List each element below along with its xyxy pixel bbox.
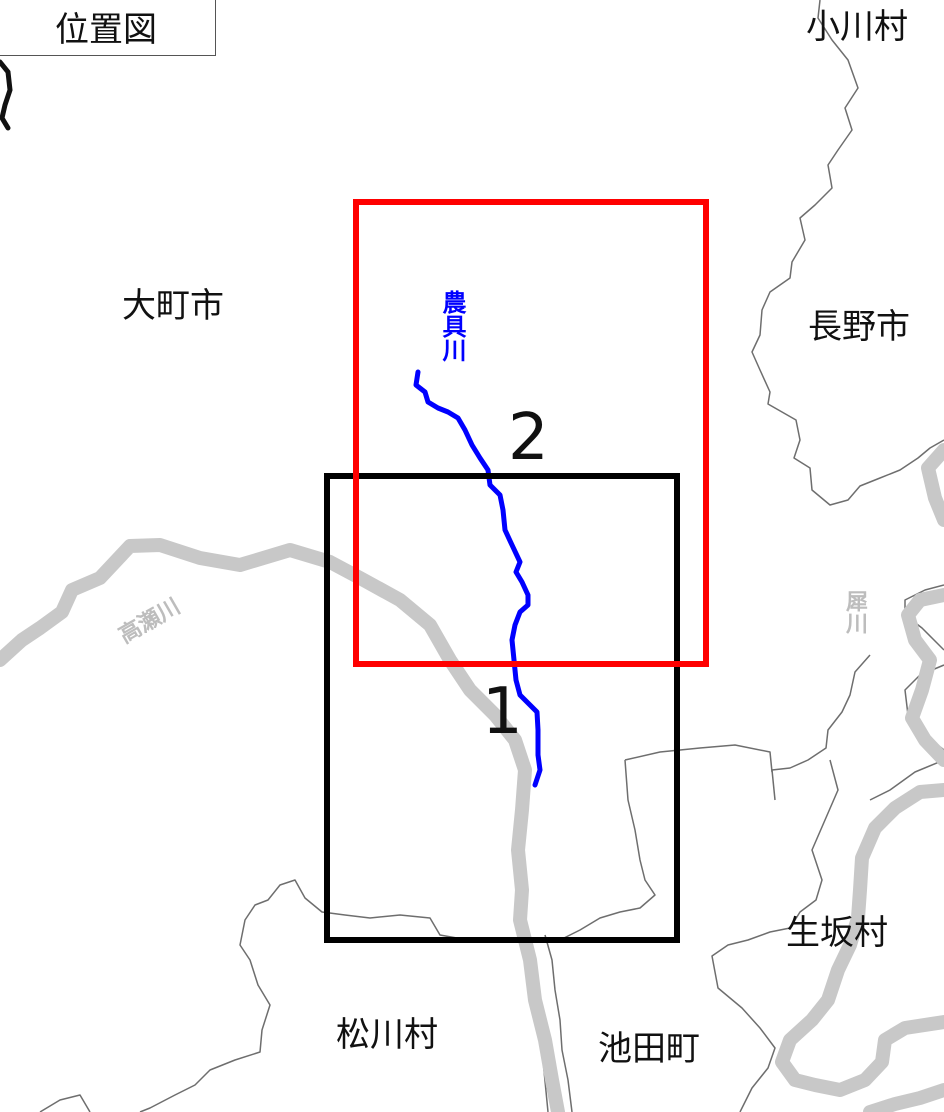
major-rivers	[0, 443, 944, 1112]
sai-river-line	[775, 443, 944, 1112]
black-river-fragment	[0, 59, 13, 131]
label-nagano: 長野市	[808, 307, 910, 347]
map-title: 位置図	[0, 0, 216, 56]
area-2-number: 2	[508, 401, 549, 475]
area-1-number: 1	[482, 675, 523, 749]
boundary-ogawa-nagano	[751, 0, 944, 506]
nogu-river-line	[413, 369, 543, 788]
label-sai-river: 犀川	[842, 590, 868, 634]
label-nogu-river: 農具川	[438, 290, 467, 362]
takase-river-line	[0, 538, 565, 1112]
area-1-frame	[324, 473, 680, 943]
label-ikeda: 池田町	[598, 1029, 700, 1069]
label-ogawa: 小川村	[806, 7, 908, 47]
area-2-frame	[353, 199, 709, 667]
label-omachi: 大町市	[122, 286, 224, 326]
boundary-southwest	[39, 1094, 91, 1112]
label-ikusaka: 生坂村	[786, 913, 888, 953]
label-matsukawa: 松川村	[336, 1015, 438, 1055]
boundary-omachi-ikeda	[139, 744, 944, 1112]
